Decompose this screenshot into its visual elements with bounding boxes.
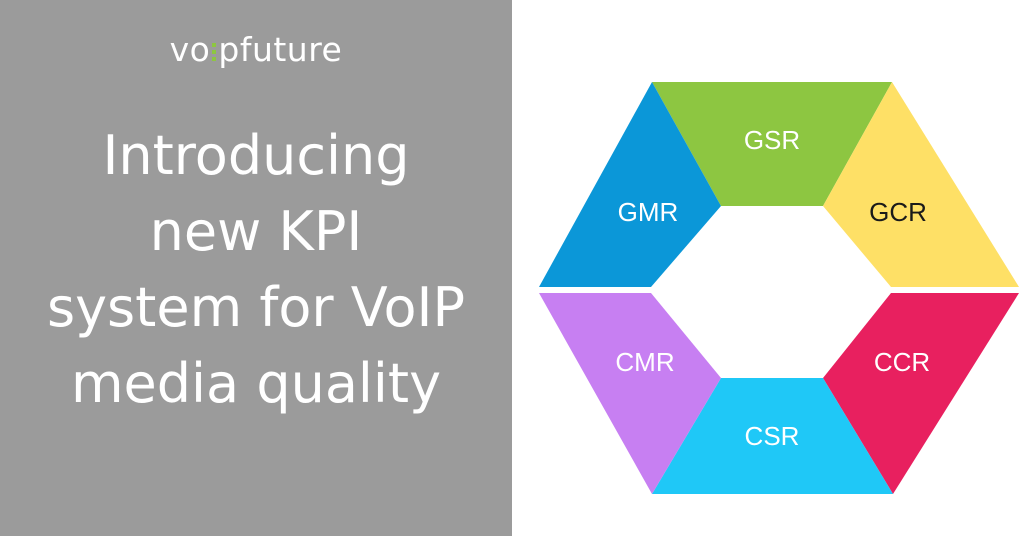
logo-text-end: pfuture [218, 30, 343, 69]
segment-gsr: GSR [652, 82, 892, 206]
headline-line-1: Introducing [102, 124, 410, 187]
segment-gsr-shape [652, 82, 892, 206]
headline: Introducing new KPI system for VoIP medi… [0, 118, 512, 422]
segment-cmr-shape [539, 293, 721, 494]
segment-gcr: GCR [823, 82, 1019, 287]
segment-ccr: CCR [823, 293, 1019, 494]
kpi-hexagon-diagram: GSR GCR CCR CSR CMR GMR [539, 82, 1019, 494]
headline-line-2: new KPI [149, 200, 363, 263]
segment-csr-shape [652, 378, 893, 494]
segment-cmr: CMR [539, 293, 721, 494]
segment-gsr-label: GSR [744, 125, 800, 155]
headline-line-3: system for VoIP [46, 276, 466, 339]
segment-cmr-label: CMR [615, 347, 674, 377]
segment-csr-label: CSR [745, 421, 800, 451]
segment-ccr-shape [823, 293, 1019, 494]
segment-gmr-label: GMR [618, 197, 679, 227]
segment-gcr-shape [823, 82, 1019, 287]
segment-ccr-label: CCR [874, 347, 930, 377]
logo-text-start: vo [169, 30, 211, 69]
segment-csr: CSR [652, 378, 893, 494]
logo-i-mark-icon [210, 39, 218, 63]
headline-line-4: media quality [70, 352, 442, 415]
segment-gmr-shape [539, 82, 721, 287]
segment-gmr: GMR [539, 82, 721, 287]
segment-gcr-label: GCR [869, 197, 927, 227]
